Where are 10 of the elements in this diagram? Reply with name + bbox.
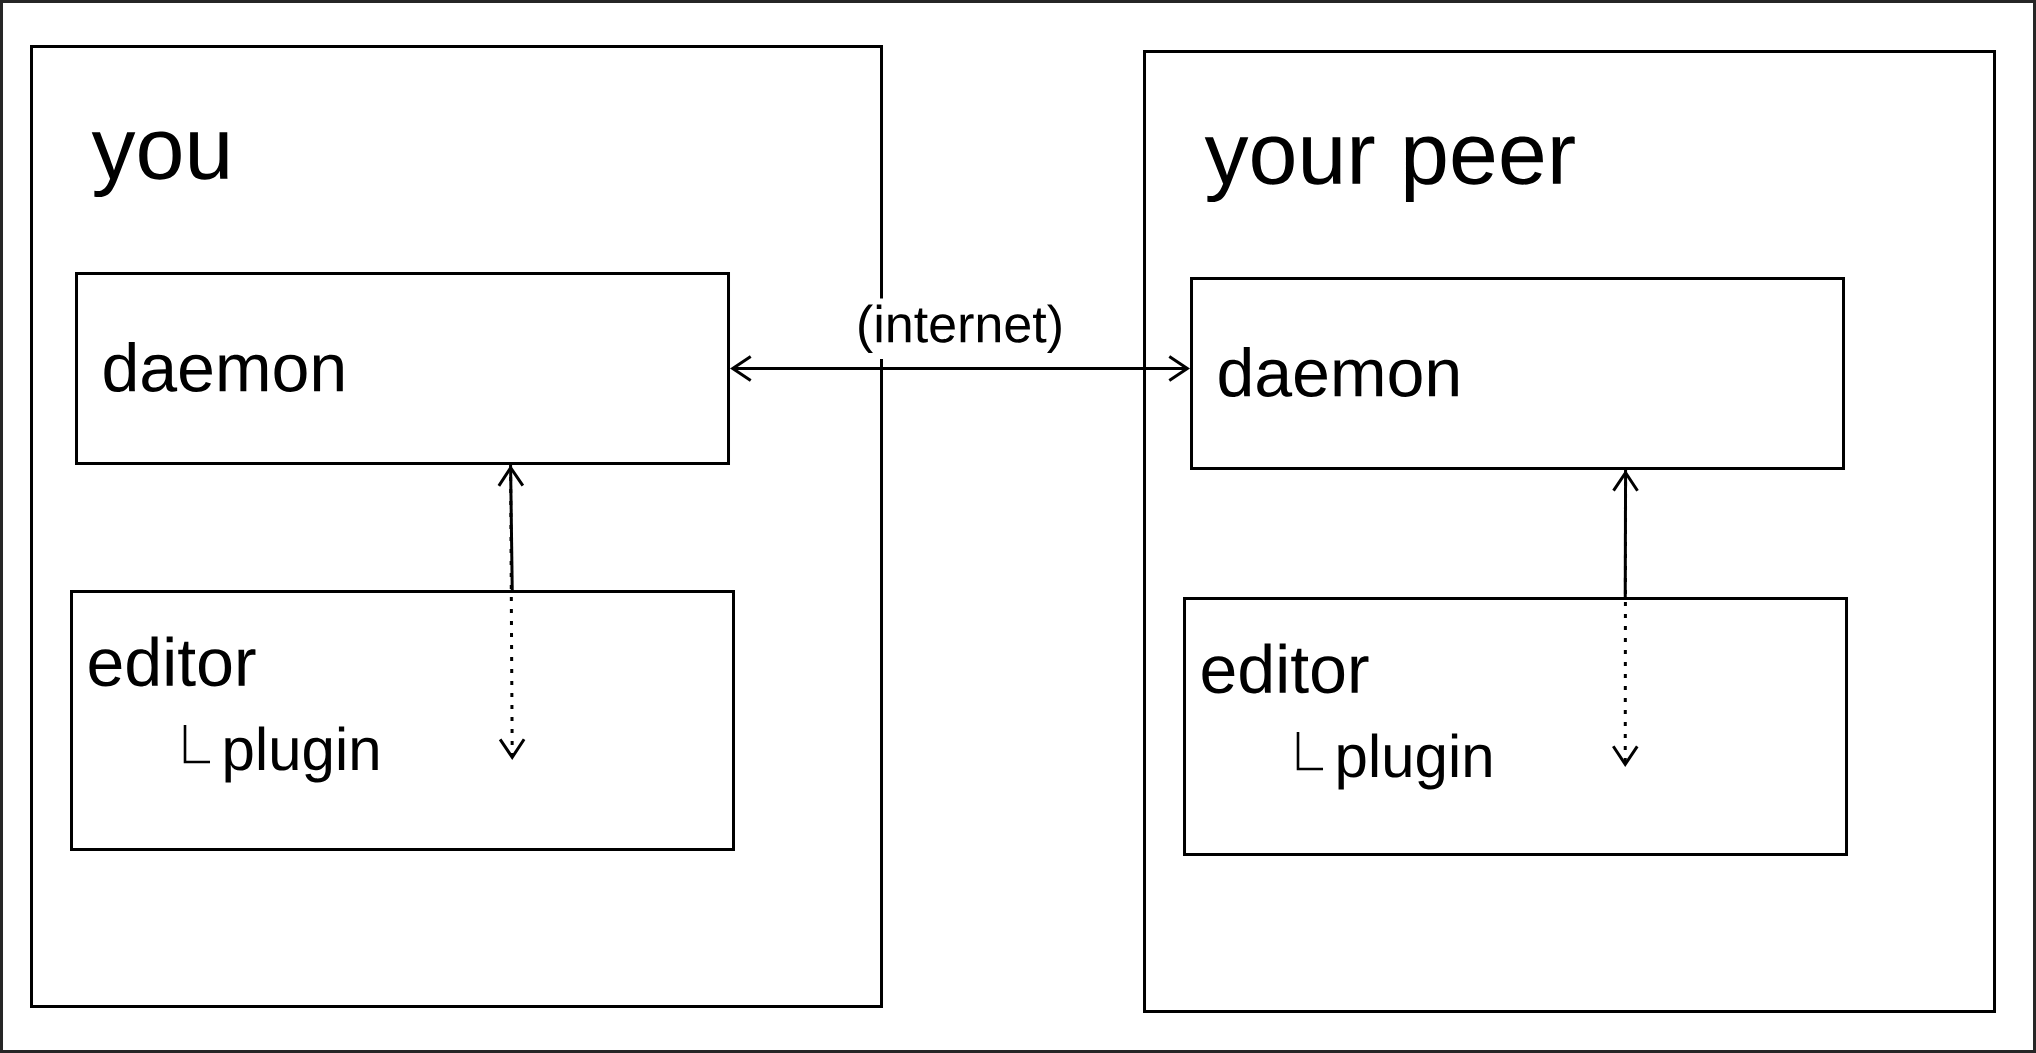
arrow [498,465,526,760]
sub-label: plugin [225,726,378,783]
edge-label: (internet) [849,298,1071,359]
process-box: daemon [75,272,730,465]
arrow [1612,470,1639,767]
sub-label: plugin [1338,733,1491,790]
process-box: daemon [1190,277,1845,470]
arrow [1612,470,1639,597]
arrow [730,355,1190,382]
arrow [497,465,525,591]
